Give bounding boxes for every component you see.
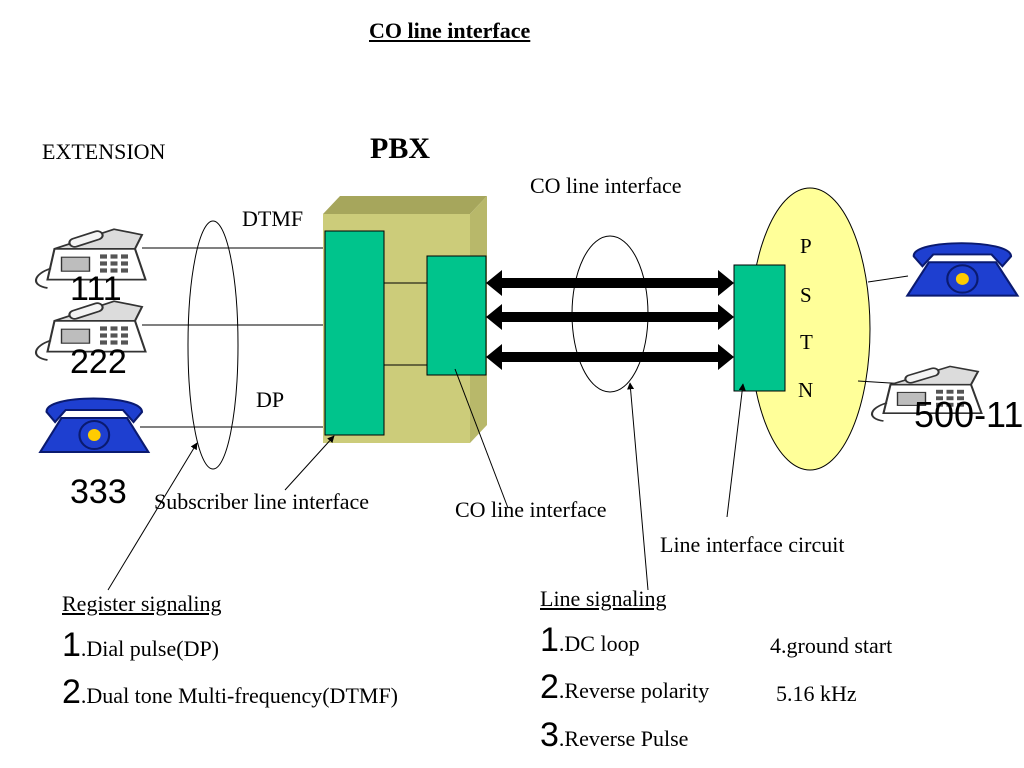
pointer-co-line-interface <box>454 368 509 509</box>
pbx-label: PBX <box>370 132 430 165</box>
line-signaling-item: 1.DC loop <box>540 623 640 657</box>
extension-number-333: 333 <box>70 473 127 511</box>
list-number: 2 <box>62 673 81 711</box>
list-text: .Reverse polarity <box>558 678 710 703</box>
remote-number: 500-11 <box>914 394 1024 435</box>
pointer-line-interface-circuit <box>726 383 746 518</box>
trunk-lines-ellipse <box>571 235 649 393</box>
line-signaling-item: 3.Reverse Pulse <box>540 718 688 752</box>
list-number: 1 <box>540 621 559 659</box>
line-interface-circuit-module <box>733 264 786 392</box>
list-text: .Dial pulse(DP) <box>80 636 220 661</box>
line-interface-circuit-label: Line interface circuit <box>660 532 845 557</box>
remote-line <box>867 275 909 283</box>
extension-number-222: 222 <box>70 343 127 381</box>
subscriber-line-module <box>324 230 385 436</box>
extension-label: EXTENSION <box>42 139 166 164</box>
register-signaling-item: 1.Dial pulse(DP) <box>62 628 219 662</box>
pstn-letter: T <box>800 330 813 354</box>
list-number: 3 <box>540 716 559 754</box>
dp-label: DP <box>256 387 285 412</box>
pointer-line-signaling <box>627 382 649 591</box>
diagram-title: CO line interface <box>369 18 531 43</box>
dtmf-label: DTMF <box>242 206 304 231</box>
line-signaling-item: 2.Reverse polarity <box>540 670 709 704</box>
pstn-letter: P <box>800 234 812 258</box>
list-number: 1 <box>62 626 81 664</box>
list-text: .DC loop <box>558 631 640 656</box>
list-number: 2 <box>540 668 559 706</box>
blue-telephone-icon <box>39 397 150 454</box>
extension-number-111: 111 <box>70 270 122 308</box>
register-signaling-heading: Register signaling <box>62 591 222 616</box>
register-signaling-item: 2.Dual tone Multi-frequency(DTMF) <box>62 675 398 709</box>
pointer-register-signaling <box>107 442 198 591</box>
co-line-interface-top-label: CO line interface <box>530 173 682 198</box>
list-text: .Dual tone Multi-frequency(DTMF) <box>80 683 399 708</box>
extension-lines-ellipse <box>187 220 239 470</box>
co-line-module <box>426 255 487 376</box>
pstn-letter: S <box>800 283 812 307</box>
pstn-letter: N <box>798 378 814 402</box>
trunk-arrows <box>486 270 734 370</box>
line-signaling-extra-item: 5.16 kHz <box>776 681 857 706</box>
blue-telephone-icon <box>906 242 1019 297</box>
subscriber-line-interface-label: Subscriber line interface <box>154 489 370 514</box>
line-signaling-heading: Line signaling <box>540 586 667 611</box>
list-text: .Reverse Pulse <box>558 726 689 751</box>
pointer-subscriber-line <box>284 435 335 491</box>
line-signaling-extra-item: 4.ground start <box>770 633 893 658</box>
co-line-interface-bottom-label: CO line interface <box>455 497 607 522</box>
